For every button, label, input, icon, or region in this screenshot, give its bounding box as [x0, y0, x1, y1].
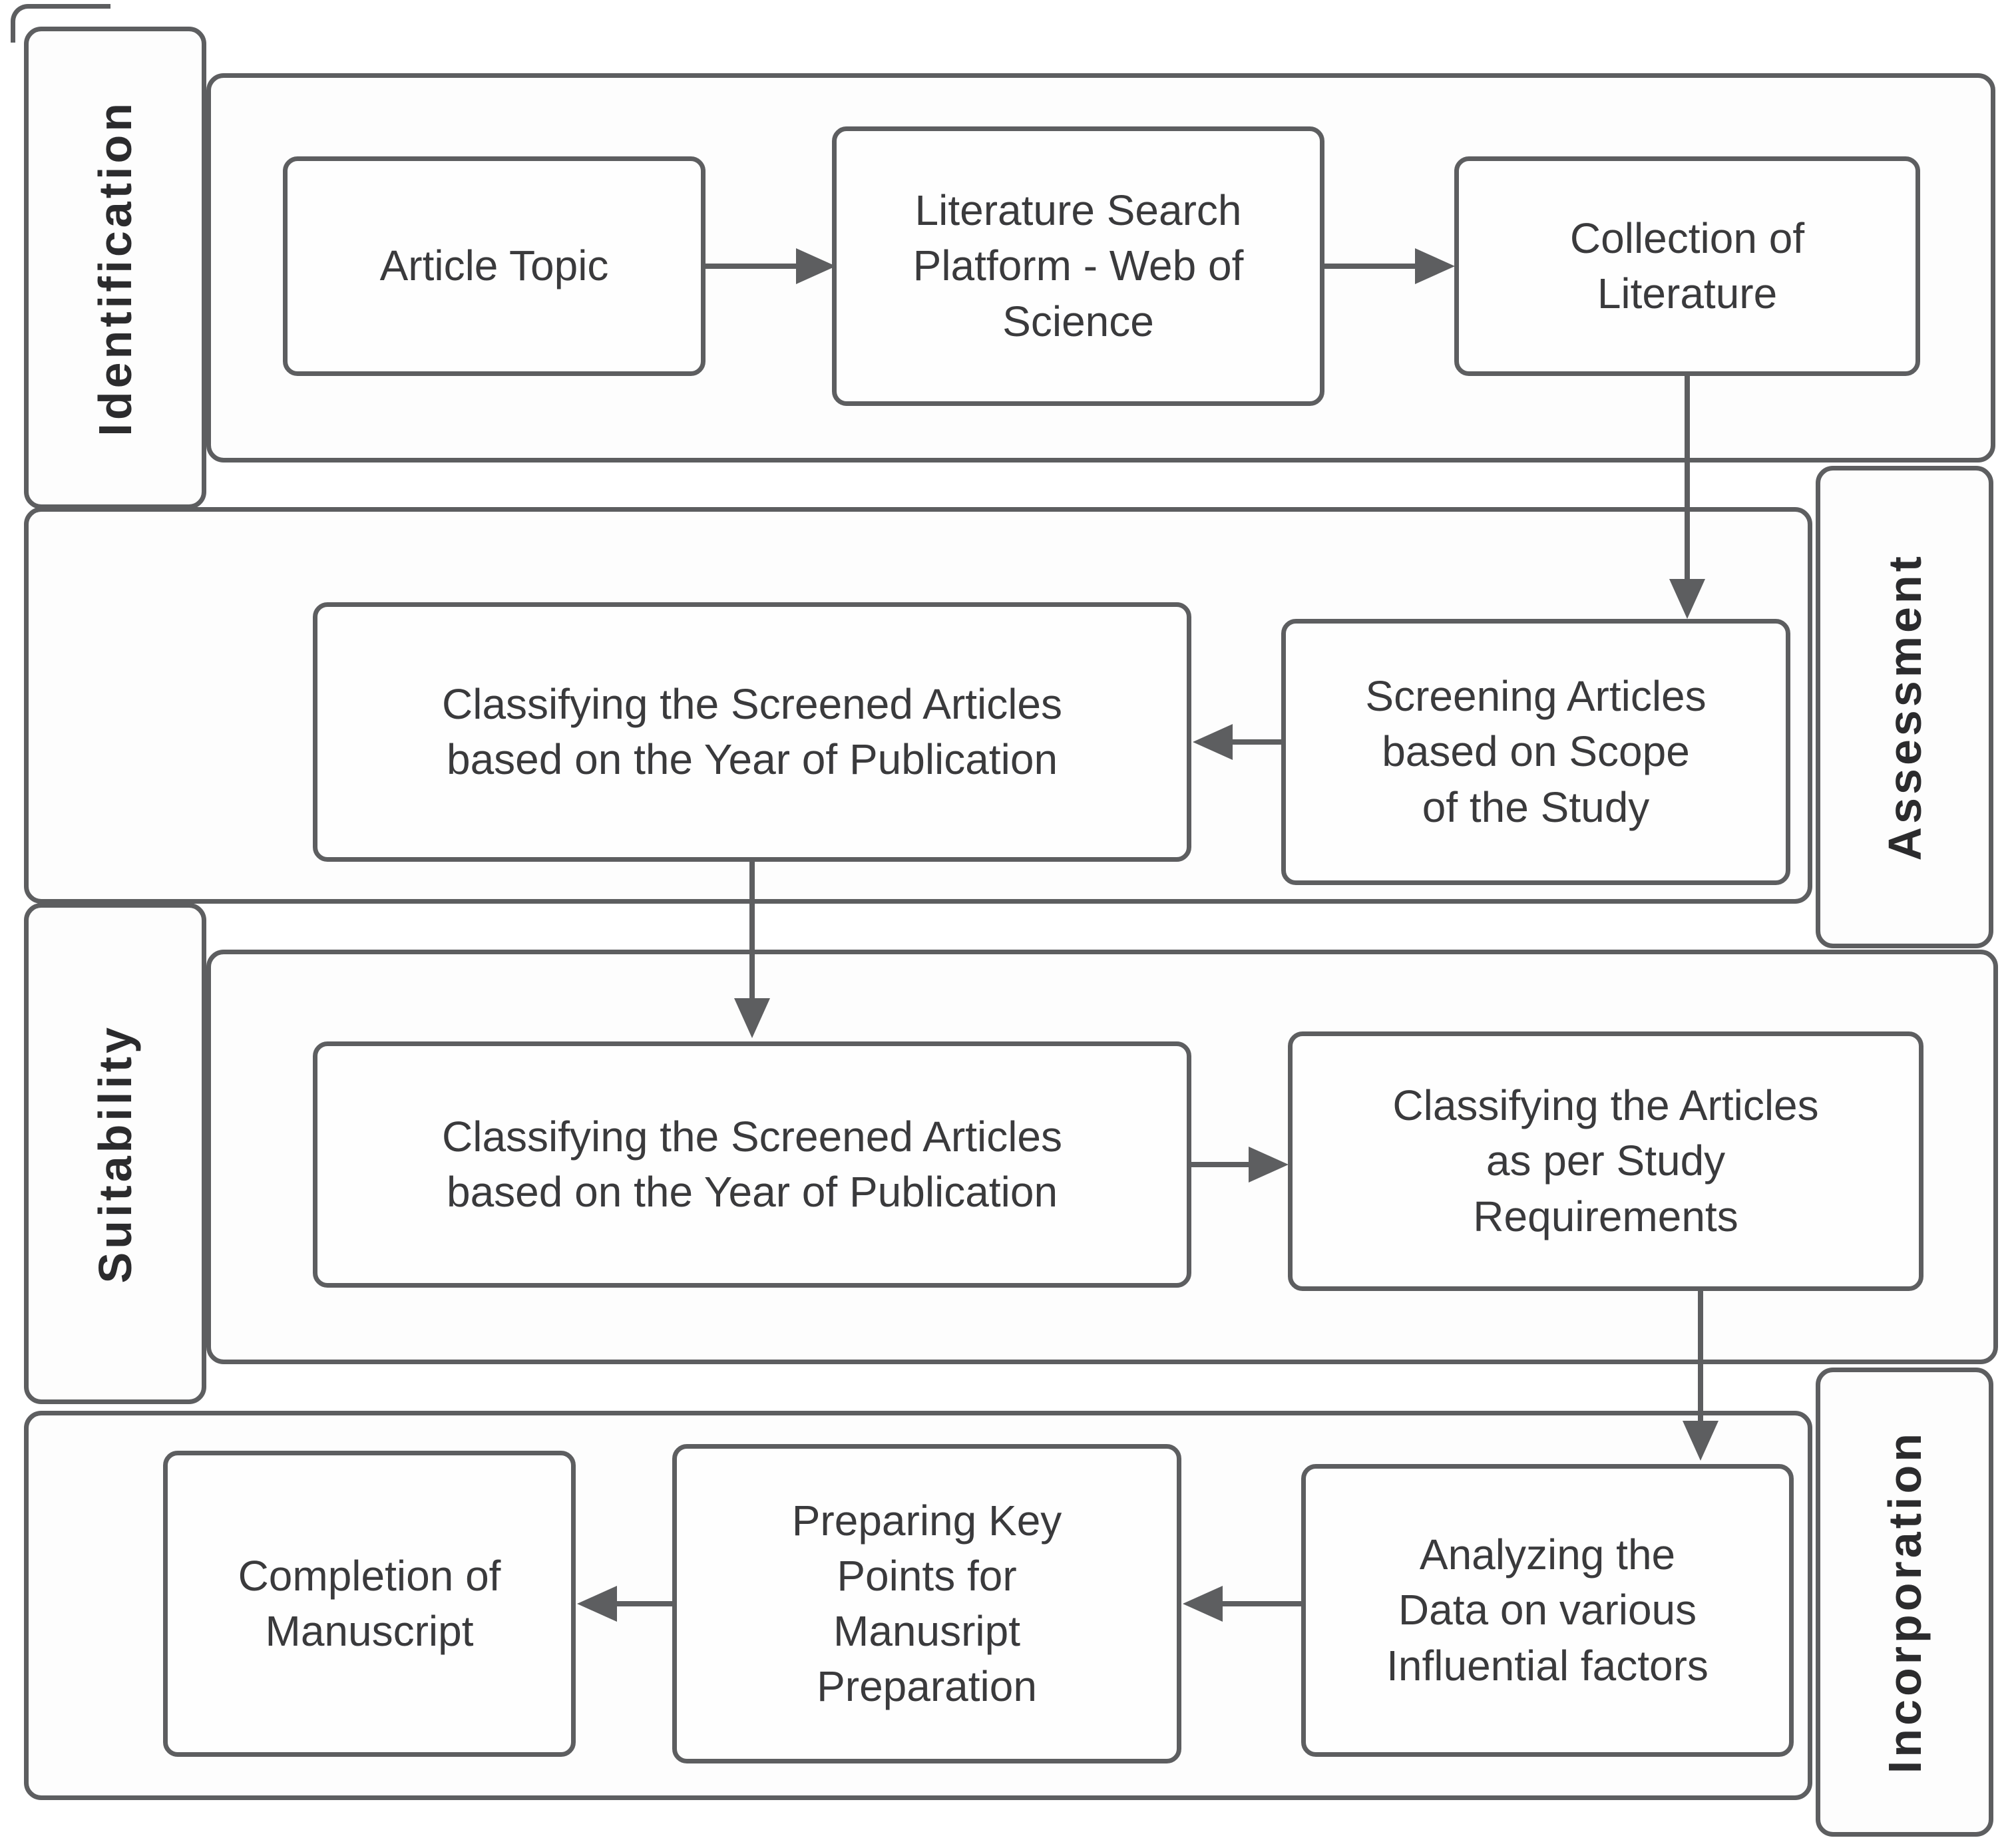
lane-label-identification: Identification — [24, 27, 206, 509]
arrow-collection-to-screening-line — [1685, 376, 1690, 580]
lane-label-identification-text: Identification — [89, 99, 141, 437]
arrow-literature-search-to-collection-head — [1415, 248, 1455, 284]
flow-box-completion-of-manuscript: Completion of Manuscript — [163, 1451, 576, 1757]
arrow-article-topic-to-literature-search-line — [706, 264, 799, 269]
flow-box-screening-articles: Screening Articles based on Scope of the… — [1281, 619, 1790, 885]
arrow-article-topic-to-literature-search-head — [796, 248, 836, 284]
flow-box-literature-search-platform: Literature Search Platform - Web of Scie… — [832, 126, 1324, 406]
flow-box-article-topic: Article Topic — [283, 156, 706, 376]
arrow-screening-to-classifying-head — [1193, 724, 1233, 760]
arrow-analyzing-to-preparing-head — [1183, 1586, 1223, 1622]
flow-box-classifying-articles-requirements: Classifying the Articles as per Study Re… — [1288, 1031, 1923, 1291]
arrow-analyzing-to-preparing-line — [1221, 1601, 1303, 1606]
arrow-requirements-to-analyzing-head — [1683, 1421, 1718, 1461]
arrow-requirements-to-analyzing-line — [1698, 1291, 1703, 1422]
arrow-collection-to-screening-head — [1669, 579, 1705, 619]
pool-corner-fragment — [11, 4, 110, 43]
flow-box-classifying-screened-articles-suitability: Classifying the Screened Articles based … — [313, 1041, 1191, 1288]
arrow-preparing-to-completion-head — [577, 1586, 617, 1622]
arrow-classifying-to-requirements-line — [1191, 1162, 1250, 1167]
flow-box-classifying-screened-articles-assessment: Classifying the Screened Articles based … — [313, 602, 1191, 862]
lane-label-incorporation-text: Incorporation — [1878, 1430, 1931, 1774]
lane-label-assessment-text: Assessment — [1878, 553, 1931, 861]
arrow-classifying-to-classifying-head — [734, 998, 770, 1038]
arrow-classifying-to-requirements-head — [1249, 1147, 1289, 1183]
lane-label-suitability: Suitability — [24, 903, 206, 1404]
arrow-classifying-to-classifying-line — [749, 862, 755, 1000]
flow-box-collection-of-literature: Collection of Literature — [1454, 156, 1920, 376]
arrow-screening-to-classifying-line — [1231, 739, 1283, 745]
flow-box-preparing-key-points: Preparing Key Points for Manusript Prepa… — [672, 1444, 1181, 1763]
lane-label-incorporation: Incorporation — [1816, 1368, 1993, 1837]
arrow-preparing-to-completion-line — [616, 1601, 674, 1606]
flow-box-analyzing-data: Analyzing the Data on various Influentia… — [1301, 1464, 1794, 1757]
arrow-literature-search-to-collection-line — [1324, 264, 1418, 269]
lane-label-suitability-text: Suitability — [89, 1023, 141, 1284]
lane-label-assessment: Assessment — [1816, 466, 1993, 948]
